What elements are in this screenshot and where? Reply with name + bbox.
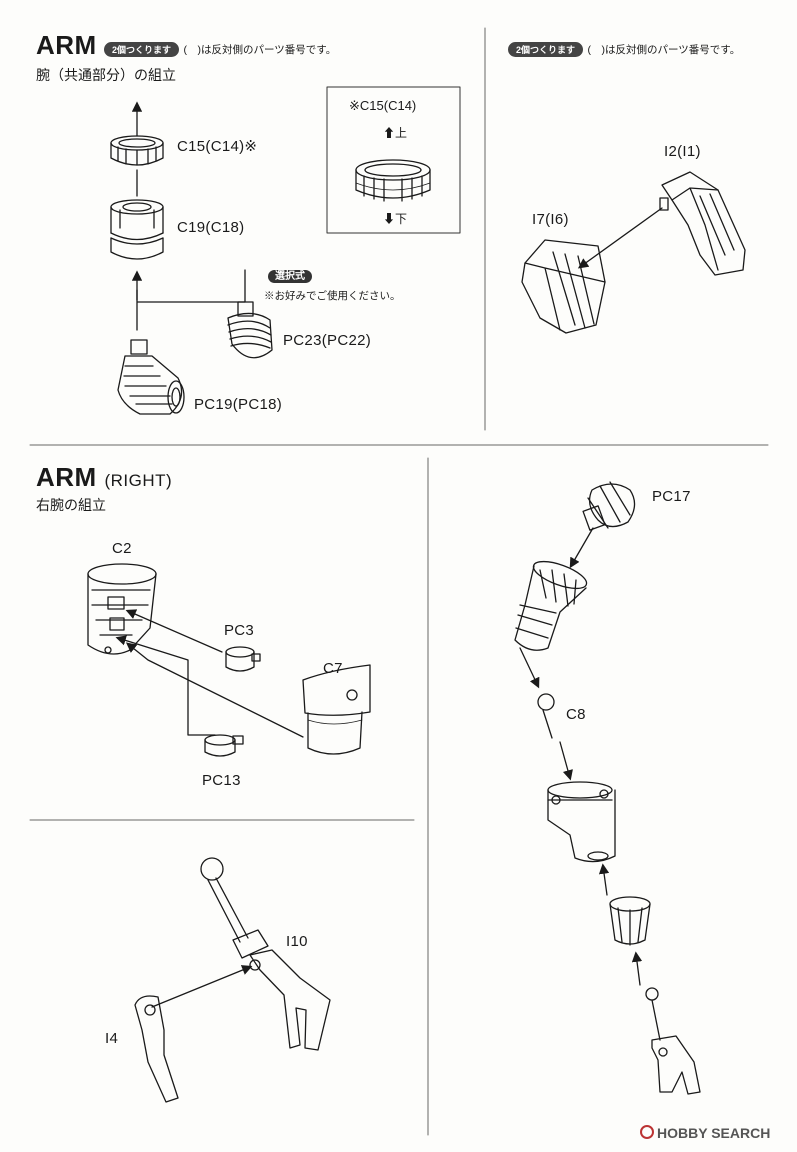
part-label-i2: I2(I1) — [664, 143, 701, 160]
watermark-logo-icon — [640, 1125, 654, 1139]
pc3-part — [225, 646, 261, 672]
ring-part-lower — [609, 896, 651, 946]
part-label-c15: C15(C14)※ — [177, 138, 258, 155]
arrow-to-c8 — [519, 647, 540, 689]
section-subtitle-arm-right: 右腕の組立 — [36, 497, 106, 513]
pc17-part — [582, 481, 636, 531]
option-badge-row: 選択式 — [268, 266, 312, 284]
part-label-pc23: PC23(PC22) — [283, 332, 372, 349]
arrow-i2-to-i7 — [577, 207, 663, 269]
part-label-pc13: PC13 — [202, 772, 241, 789]
header-note-row: 2個つくります ( )は反対側のパーツ番号です。 — [104, 40, 336, 58]
part-label-i10: I10 — [286, 933, 308, 950]
i4-part — [134, 995, 179, 1103]
section-title-arm-common: ARM — [36, 30, 97, 60]
part-label-c7: C7 — [323, 660, 343, 677]
arrow-pc3-to-c2 — [125, 609, 223, 653]
section-title-arm-right: ARM (RIGHT) — [36, 462, 172, 493]
part-label-pc19: PC19(PC18) — [194, 396, 283, 413]
two-sets-badge: 2個つくります — [104, 42, 180, 57]
hand-part-lower — [645, 987, 701, 1095]
arrow-pc13-to-c2 — [115, 635, 216, 736]
part-label-pc17: PC17 — [652, 488, 691, 505]
inset-down-label: ⬇下 — [383, 212, 408, 226]
i7-part — [521, 239, 606, 334]
arm-right-title-text: ARM — [36, 462, 97, 492]
opposite-part-note: ( )は反対側のパーツ番号です。 — [183, 44, 337, 56]
part-label-c2: C2 — [112, 540, 132, 557]
part-label-pc3: PC3 — [224, 622, 255, 639]
pc19-elbow-bellows-part — [117, 339, 185, 415]
two-sets-badge-right: 2個つくります — [508, 42, 584, 57]
section-subtitle-arm-common: 腕（共通部分）の組立 — [36, 67, 176, 83]
arm-right-title-suffix: (RIGHT) — [104, 471, 173, 490]
inset-box — [326, 86, 461, 234]
section-dividers — [29, 27, 769, 1136]
i10-part — [200, 857, 331, 1051]
arrow-c7-to-c2 — [125, 642, 304, 738]
pc13-part — [204, 734, 244, 757]
part-label-i7: I7(I6) — [532, 211, 569, 228]
c15-ring-part — [110, 135, 164, 166]
arrow-pc17 — [569, 527, 594, 569]
c7-part — [302, 664, 371, 755]
pc23-bellows-part — [227, 301, 273, 359]
watermark-text: HOBBY SEARCH — [657, 1125, 771, 1141]
part-label-i4: I4 — [105, 1030, 119, 1047]
opposite-part-note-right: ( )は反対側のパーツ番号です。 — [587, 44, 741, 56]
c2-part — [87, 563, 157, 655]
inset-up-label: ⬆上 — [383, 126, 408, 140]
arrow-up-to-ring — [631, 951, 643, 986]
option-note: ※お好みでご使用ください。 — [264, 290, 401, 302]
arrow-up-to-block — [598, 863, 610, 896]
hobby-search-watermark: HOBBY SEARCH — [640, 1125, 770, 1141]
selectable-badge: 選択式 — [268, 270, 312, 283]
i2-part — [659, 171, 746, 276]
c8-part — [537, 693, 555, 739]
arrow-i4-to-i10 — [151, 965, 253, 1008]
bellows-joint-part — [514, 560, 588, 651]
inset-title: ※C15(C14) — [349, 98, 417, 113]
wrist-block-part — [547, 781, 616, 863]
part-label-c19: C19(C18) — [177, 219, 245, 236]
c19-joint-part — [110, 199, 164, 260]
header-note-row-right: 2個つくります ( )は反対側のパーツ番号です。 — [508, 40, 740, 58]
arrow-c8-down — [559, 741, 573, 781]
part-label-c8: C8 — [566, 706, 586, 723]
